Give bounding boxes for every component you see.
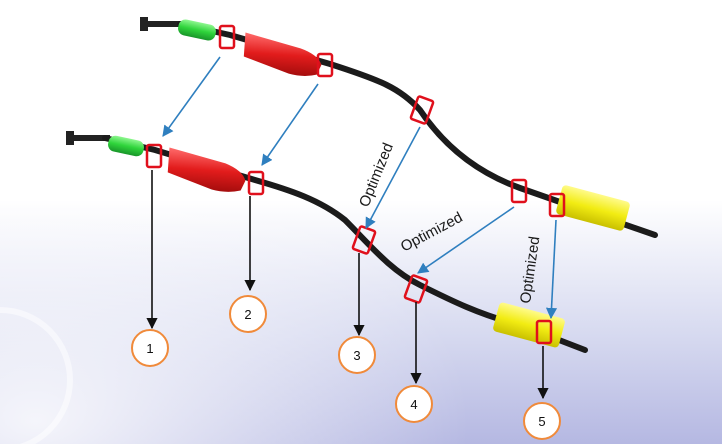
top-highlight-2 xyxy=(316,52,334,78)
marker-1-label: 1 xyxy=(146,341,153,356)
top-plug-pin xyxy=(145,21,185,27)
marker-4-label: 4 xyxy=(410,397,417,412)
marker-1: 1 xyxy=(131,329,169,367)
marker-3: 3 xyxy=(338,336,376,374)
top-green-sleeve xyxy=(178,19,216,41)
bottom-highlight-2 xyxy=(247,170,265,196)
top-highlight-5 xyxy=(548,192,566,218)
bottom-yellow-connector xyxy=(493,302,565,348)
blue-arrow-3 xyxy=(365,126,421,229)
top-highlight-1 xyxy=(218,24,236,50)
top-cable-assembly xyxy=(140,17,658,238)
top-red-sleeve xyxy=(243,32,322,76)
background-ring xyxy=(0,307,73,444)
top-highlight-3 xyxy=(409,95,435,125)
marker-5: 5 xyxy=(523,402,561,440)
bottom-highlight-boxes xyxy=(145,143,553,345)
top-plug xyxy=(140,17,148,31)
bottom-green-sleeve xyxy=(108,135,144,157)
marker-2: 2 xyxy=(229,295,267,333)
bottom-highlight-5 xyxy=(535,319,553,345)
black-arrows xyxy=(146,170,549,400)
marker-4: 4 xyxy=(395,385,433,423)
blue-arrow-2 xyxy=(261,83,319,166)
top-yellow-connector xyxy=(556,185,630,231)
blue-arrow-1 xyxy=(162,56,221,137)
marker-3-label: 3 xyxy=(353,348,360,363)
top-highlight-4 xyxy=(510,178,528,204)
bottom-highlight-1 xyxy=(145,143,163,169)
bottom-red-sleeve xyxy=(167,147,246,192)
blue-arrow-4 xyxy=(417,206,515,274)
bottom-cable xyxy=(102,135,588,353)
blue-arrows xyxy=(162,56,558,320)
marker-5-label: 5 xyxy=(538,414,545,429)
marker-2-label: 2 xyxy=(244,307,251,322)
bottom-cable-assembly xyxy=(66,131,588,353)
blue-arrow-5 xyxy=(545,219,558,320)
top-highlight-boxes xyxy=(218,24,566,218)
bottom-plug-pin xyxy=(70,135,110,141)
top-cable xyxy=(177,21,658,238)
bottom-highlight-4 xyxy=(403,274,429,304)
numbered-markers: 1 2 3 4 5 xyxy=(131,295,561,440)
